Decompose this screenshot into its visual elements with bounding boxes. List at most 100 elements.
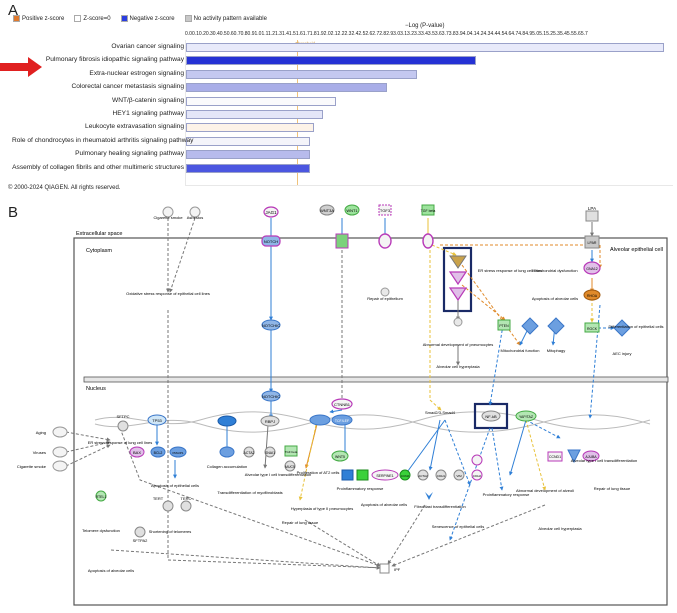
label-apop-alv3: Apoptosis of alveolar cells xyxy=(88,568,134,573)
cell-boundary xyxy=(73,237,668,606)
node-sftpa2 xyxy=(134,526,146,538)
node-tcf xyxy=(331,414,353,426)
node-csl xyxy=(309,414,331,426)
label-aec-injury: AEC injury xyxy=(613,351,632,356)
label-mitophagy: Mitophagy xyxy=(547,348,565,353)
bar xyxy=(186,136,310,146)
label-bcl2: BCL2 xyxy=(154,451,163,455)
node-kinase-3 xyxy=(613,319,631,337)
label-alv-hyper2: Alveolar cell hyperplasia xyxy=(538,526,582,531)
label-abnormal-dev2: Abnormal development of alveoli xyxy=(516,488,574,493)
label-telomere: Telomere dysfunction xyxy=(82,528,120,533)
pathway-label: Ovarian cancer signaling xyxy=(111,43,184,50)
label-acta2: ACTA2 xyxy=(243,451,254,455)
chart-plot-area: Threshold xyxy=(185,40,673,186)
region-cytoplasm: Cytoplasm xyxy=(86,248,112,254)
node-tgf-triangle-1 xyxy=(449,255,467,269)
bar xyxy=(186,163,310,173)
label-apop-alv2: Apoptosis of alveolar cells xyxy=(361,502,407,507)
label-ctnnb1: CTNNB1 xyxy=(334,402,351,407)
label-terc: TERC xyxy=(181,496,192,501)
node-wnt3a xyxy=(319,204,335,216)
label-hyperplasia: Hyperplasia of type II pneumocytes xyxy=(291,506,353,511)
node-ccnd1 xyxy=(547,451,563,462)
x-axis-title: −Log (P-value) xyxy=(405,23,445,29)
label-senescence: Senescence of epithelial cells xyxy=(432,524,484,529)
label-rock: ROCK xyxy=(587,327,598,331)
node-pten xyxy=(497,319,511,331)
label-pten: PTEN xyxy=(499,324,509,328)
x-axis-tick-labels: 0.00.10.20.30.40.50.60.70.80.91.01.11.21… xyxy=(185,31,588,37)
panel-b-letter: B xyxy=(8,204,19,221)
node-hes xyxy=(217,415,237,427)
node-tgfbr2 xyxy=(422,233,434,249)
pathway-label: HEY1 signaling pathway xyxy=(112,110,184,117)
label-apop-alv: Apoptosis of alveolar cells xyxy=(532,296,578,301)
label-rtel1: RTEL1 xyxy=(96,495,107,499)
label-jag1: JAG1 xyxy=(265,210,277,215)
label-prolif-at2: Proliferation of AT2 cells xyxy=(297,470,340,475)
nuclear-membrane xyxy=(83,376,669,383)
label-er-stress-cyto: ER stress response of lung cell lines xyxy=(478,268,542,273)
bar xyxy=(186,69,417,79)
label-rhoa: RHOA xyxy=(587,294,598,298)
label-tp53: TP53 xyxy=(152,418,162,423)
label-alv-transdiff: Alveolar type I cell transdifferentiatio… xyxy=(245,472,311,477)
label-cdh1: CDH1 xyxy=(437,474,445,478)
label-wnt3a: WNT3A xyxy=(320,208,334,213)
node-muc5 xyxy=(284,460,296,472)
node-tert xyxy=(162,500,174,512)
legend-swatch xyxy=(120,15,128,22)
node-frizzled xyxy=(335,233,349,249)
label-alv-transdiff2: Alveolar type I cell transdifferentiatio… xyxy=(571,458,637,463)
label-serpine1: SERPINE1 xyxy=(376,474,393,478)
node-vim xyxy=(453,469,465,481)
node-wnt1 xyxy=(344,204,360,216)
node-jag1-nuc xyxy=(471,454,483,466)
node-rock xyxy=(584,322,600,333)
node-viruses xyxy=(52,446,68,458)
label-vim: VIM xyxy=(456,474,462,478)
label-muc5: MUC5 xyxy=(285,465,295,469)
label-yaptaz: YAP/TAZ xyxy=(519,415,534,419)
label-snai1: SNAI1 xyxy=(265,451,275,455)
red-arrow-icon xyxy=(0,57,42,77)
copyright: © 2000-2024 QIAGEN. All rights reserved. xyxy=(8,185,121,191)
label-notchic-nuc: NOTCHIC xyxy=(262,394,280,399)
node-ipf xyxy=(379,563,390,574)
label-cigarette-smoke-top: Cigarette smoke xyxy=(153,215,183,220)
label-ajuba: AJUBA xyxy=(585,455,597,459)
region-extracellular: Extracellular space xyxy=(76,231,122,237)
label-wnt5: WNT5 xyxy=(335,455,345,459)
label-abnormal-dev: Abnormal development of pneumocytes xyxy=(423,342,493,347)
node-rtel1 xyxy=(95,490,107,502)
label-collagen: Collagen accumulation xyxy=(207,464,247,469)
label-wnt1: WNT1 xyxy=(346,208,358,213)
label-viruses: Viruses xyxy=(33,450,46,455)
label-tcf: TCF/LEF xyxy=(335,419,349,423)
node-tgf3 xyxy=(378,204,392,216)
label-tgfbeta: TGF beta xyxy=(421,209,436,213)
node-tgfbeta xyxy=(421,204,435,216)
label-transdiff: Transdifferentiation of myofibroblasts xyxy=(217,490,282,495)
node-gna12 xyxy=(583,261,601,275)
node-repair-epithelium xyxy=(380,287,390,297)
label-pmaip1: PMAIP1 xyxy=(172,451,183,455)
node-tgf-triangle-3 xyxy=(448,287,468,302)
legend-swatch xyxy=(184,15,192,22)
label-ccnd1: CCND1 xyxy=(549,455,561,459)
label-oxidative-stress: Oxidative stress response of epithelial … xyxy=(126,291,210,296)
node-lpar xyxy=(584,235,600,249)
label-repair-lung2: Repair of lung tissue xyxy=(594,486,631,491)
label-proinflammatory: Proinflammatory response xyxy=(337,486,384,491)
label-differentiation: Differentiation of epithelial cells xyxy=(608,324,663,329)
node-tgfbeta-nuc xyxy=(284,445,298,457)
label-fibroblast: Fibroblast transdifferentiation xyxy=(414,504,466,509)
node-acta2b xyxy=(417,469,429,481)
label-ipf: IPF xyxy=(394,567,401,572)
node-yaptaz xyxy=(515,410,537,422)
label-proinf2: Proinflammatory response xyxy=(483,492,530,497)
label-lpar: LPAR xyxy=(588,241,597,245)
pathway-label: Pulmonary healing signaling pathway xyxy=(75,150,184,158)
label-rbpj: RBPJ xyxy=(265,419,275,424)
